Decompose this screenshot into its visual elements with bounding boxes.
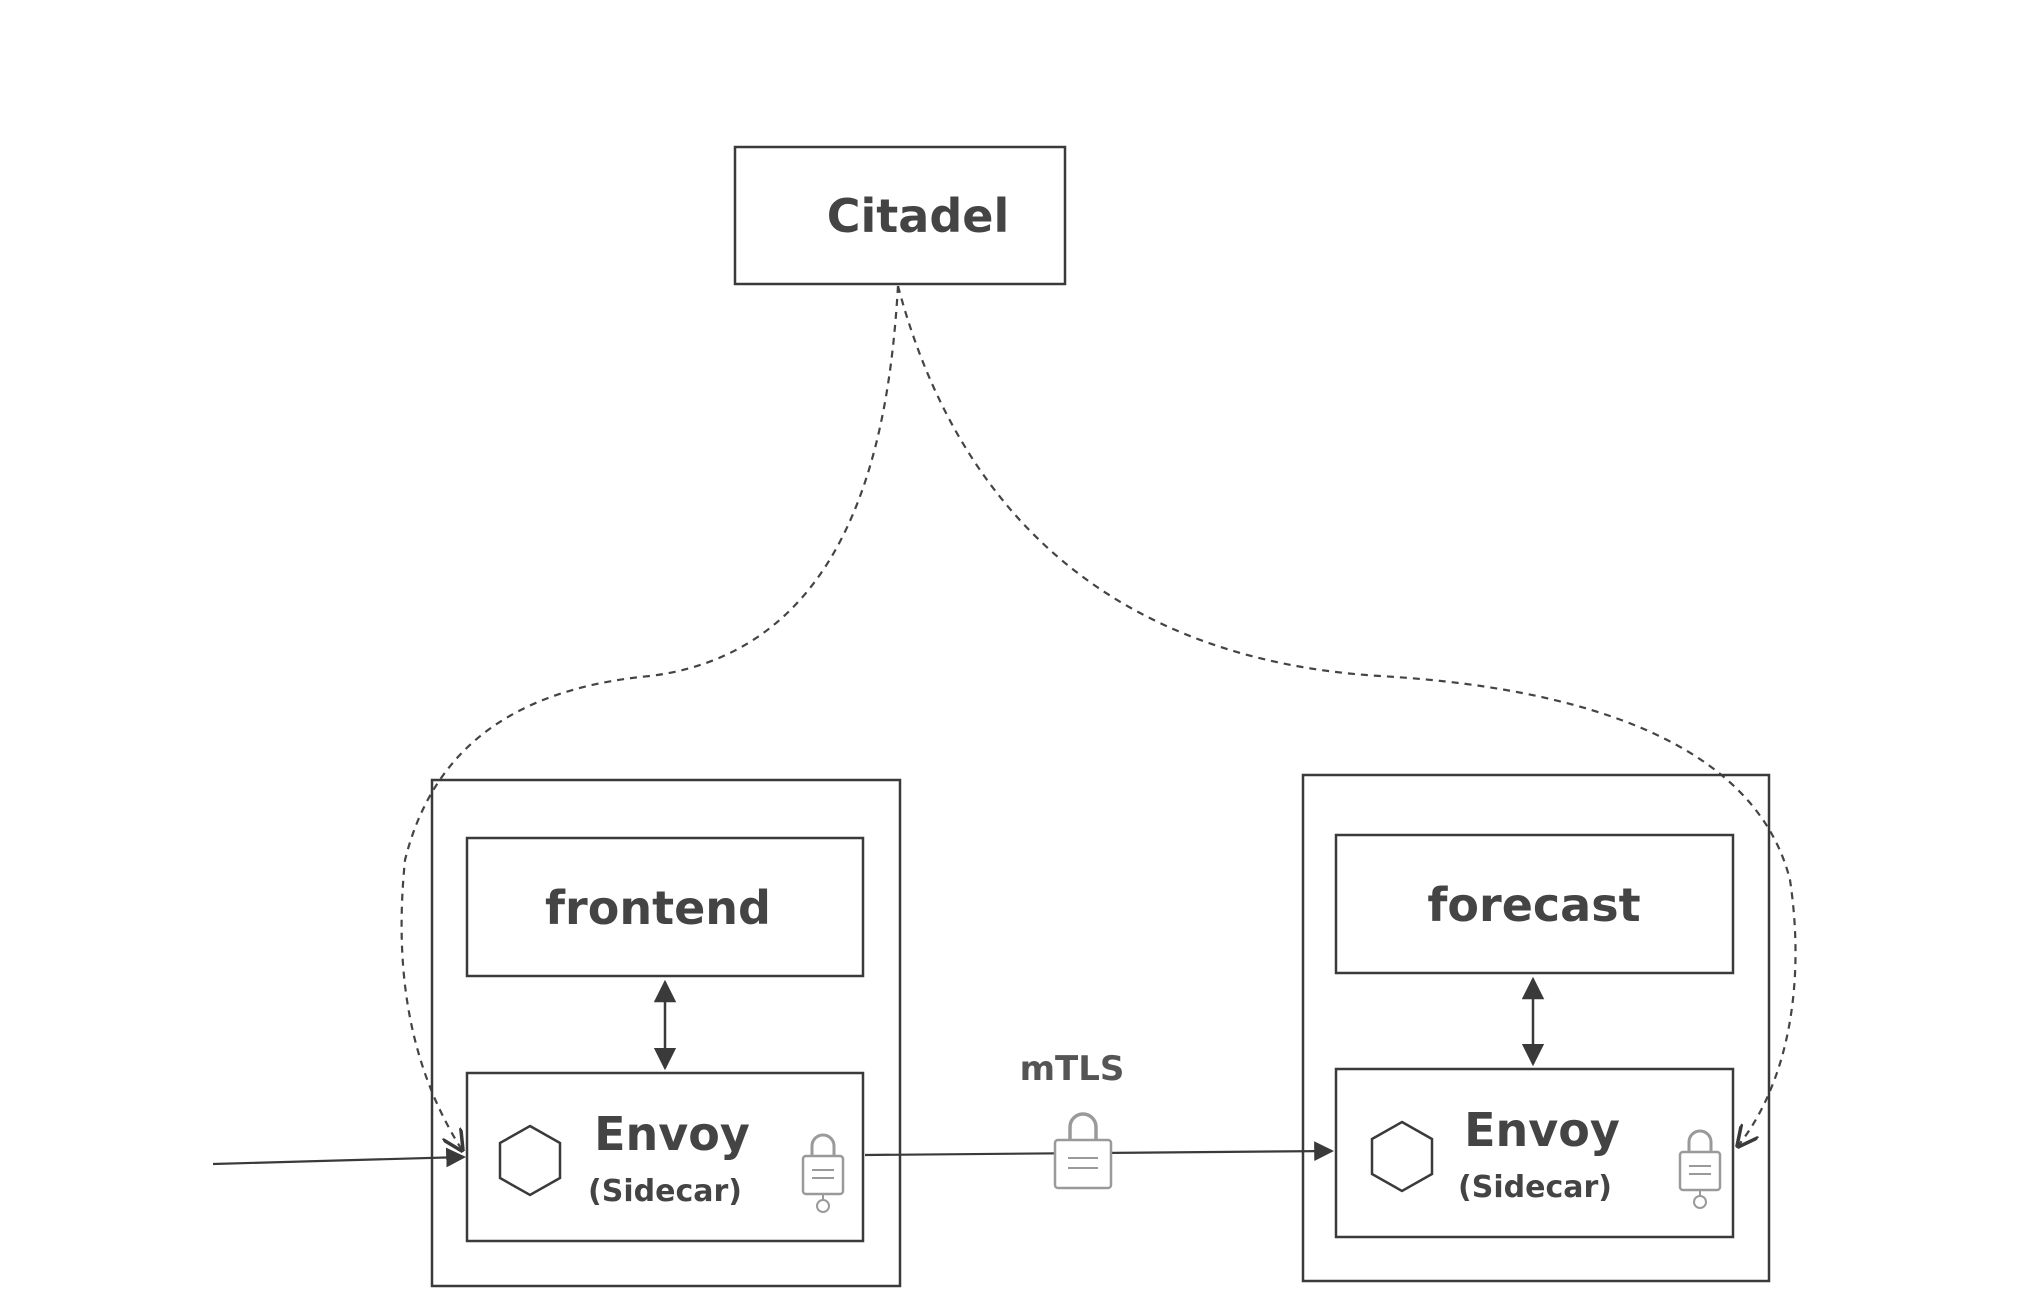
forecast-service-box: forecast bbox=[1334, 833, 1735, 975]
citadel-node: Citadel bbox=[733, 145, 1067, 286]
forecast-envoy-label: Envoy bbox=[1464, 1103, 1620, 1157]
frontend-pod: frontend Envoy (Sidecar) bbox=[430, 778, 902, 1288]
certificate-lock-icon bbox=[801, 1133, 845, 1213]
citadel-label: Citadel bbox=[827, 189, 1009, 243]
cert-distribution-line-forecast bbox=[896, 285, 1797, 1146]
cert-distribution-line-frontend bbox=[400, 285, 900, 1150]
padlock-icon bbox=[1053, 1112, 1113, 1190]
frontend-envoy-sublabel: (Sidecar) bbox=[588, 1174, 742, 1209]
frontend-service-box: frontend bbox=[465, 836, 865, 978]
forecast-envoy-box: Envoy (Sidecar) bbox=[1334, 1067, 1735, 1239]
frontend-envoy-label: Envoy bbox=[594, 1107, 750, 1161]
forecast-label: forecast bbox=[1427, 878, 1640, 932]
forecast-pod: forecast Envoy (Sidecar) bbox=[1301, 773, 1771, 1283]
frontend-envoy-box: Envoy (Sidecar) bbox=[465, 1071, 865, 1243]
incoming-traffic-arrow bbox=[212, 1147, 466, 1168]
frontend-label: frontend bbox=[545, 881, 771, 935]
mtls-connection: mTLS bbox=[864, 1049, 1334, 1190]
hexagon-icon bbox=[498, 1124, 562, 1197]
mtls-label: mTLS bbox=[1020, 1049, 1125, 1089]
certificate-lock-icon bbox=[1678, 1129, 1722, 1209]
hexagon-icon bbox=[1370, 1120, 1434, 1193]
forecast-envoy-sublabel: (Sidecar) bbox=[1458, 1170, 1612, 1205]
